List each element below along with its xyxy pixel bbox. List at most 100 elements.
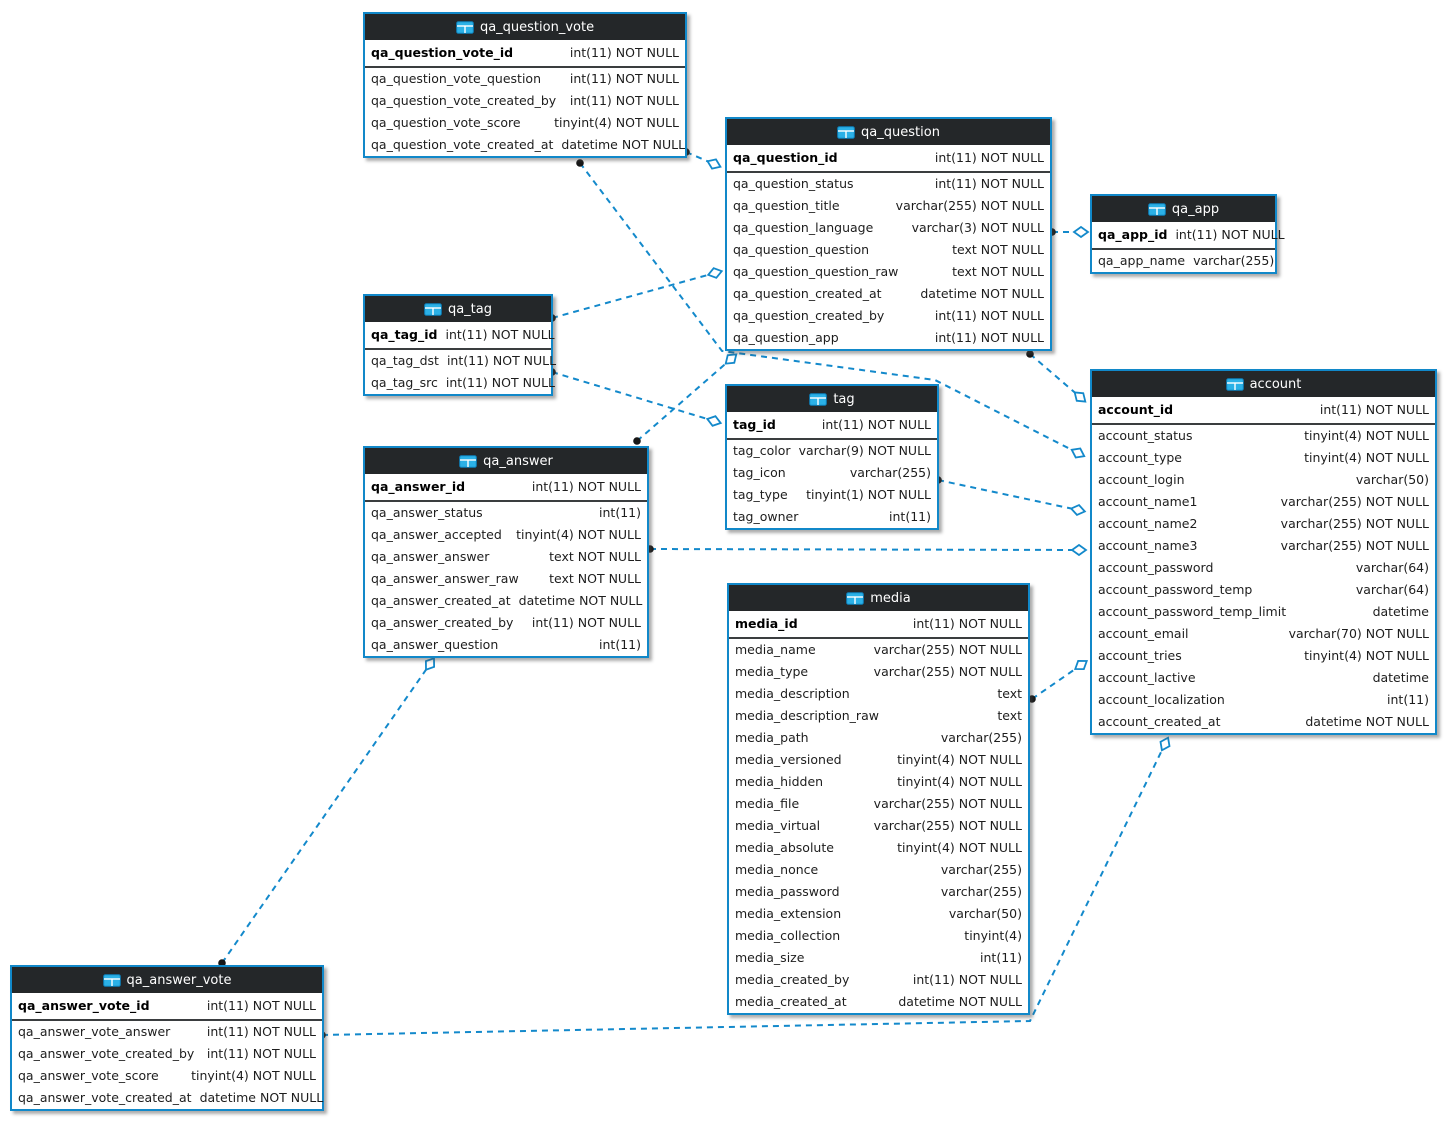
relationship-line[interactable] <box>937 479 1079 511</box>
relationship-line[interactable] <box>649 548 1080 551</box>
table-header[interactable]: qa_question_vote <box>365 14 685 40</box>
relationship-line[interactable] <box>1031 664 1082 700</box>
relationship-qa_answer-account[interactable] <box>646 543 1088 557</box>
table-header[interactable]: qa_app <box>1092 196 1275 222</box>
relationship-qa_answer-qa_question[interactable] <box>633 351 739 445</box>
relationship-qa_question-account[interactable] <box>1026 350 1088 405</box>
relationship-line[interactable] <box>636 358 732 442</box>
table-header[interactable]: qa_tag <box>365 296 551 322</box>
table-header[interactable]: qa_answer <box>365 448 647 474</box>
relationship-qa_question-qa_app[interactable] <box>1048 225 1090 239</box>
relationship-line[interactable] <box>551 371 715 422</box>
relationship-line[interactable] <box>321 743 1166 1036</box>
relationship-qa_answer_vote-qa_answer[interactable] <box>218 655 438 967</box>
table-header[interactable]: qa_question <box>727 119 1050 145</box>
table-header[interactable]: tag <box>727 386 937 412</box>
relationship-tag-account[interactable] <box>934 476 1087 516</box>
table-header[interactable]: qa_answer_vote <box>12 967 322 993</box>
relationship-line[interactable] <box>579 162 1079 454</box>
relationship-qa_tag-tag[interactable] <box>548 368 723 428</box>
relationship-line[interactable] <box>551 272 716 319</box>
relationship-media-account[interactable] <box>1028 657 1089 703</box>
relationship-qa_tag-qa_question[interactable] <box>548 266 724 322</box>
relationship-qa_question_vote-qa_question[interactable] <box>682 148 722 171</box>
table-header[interactable]: media <box>729 585 1028 611</box>
relationship-line[interactable] <box>1029 353 1081 398</box>
